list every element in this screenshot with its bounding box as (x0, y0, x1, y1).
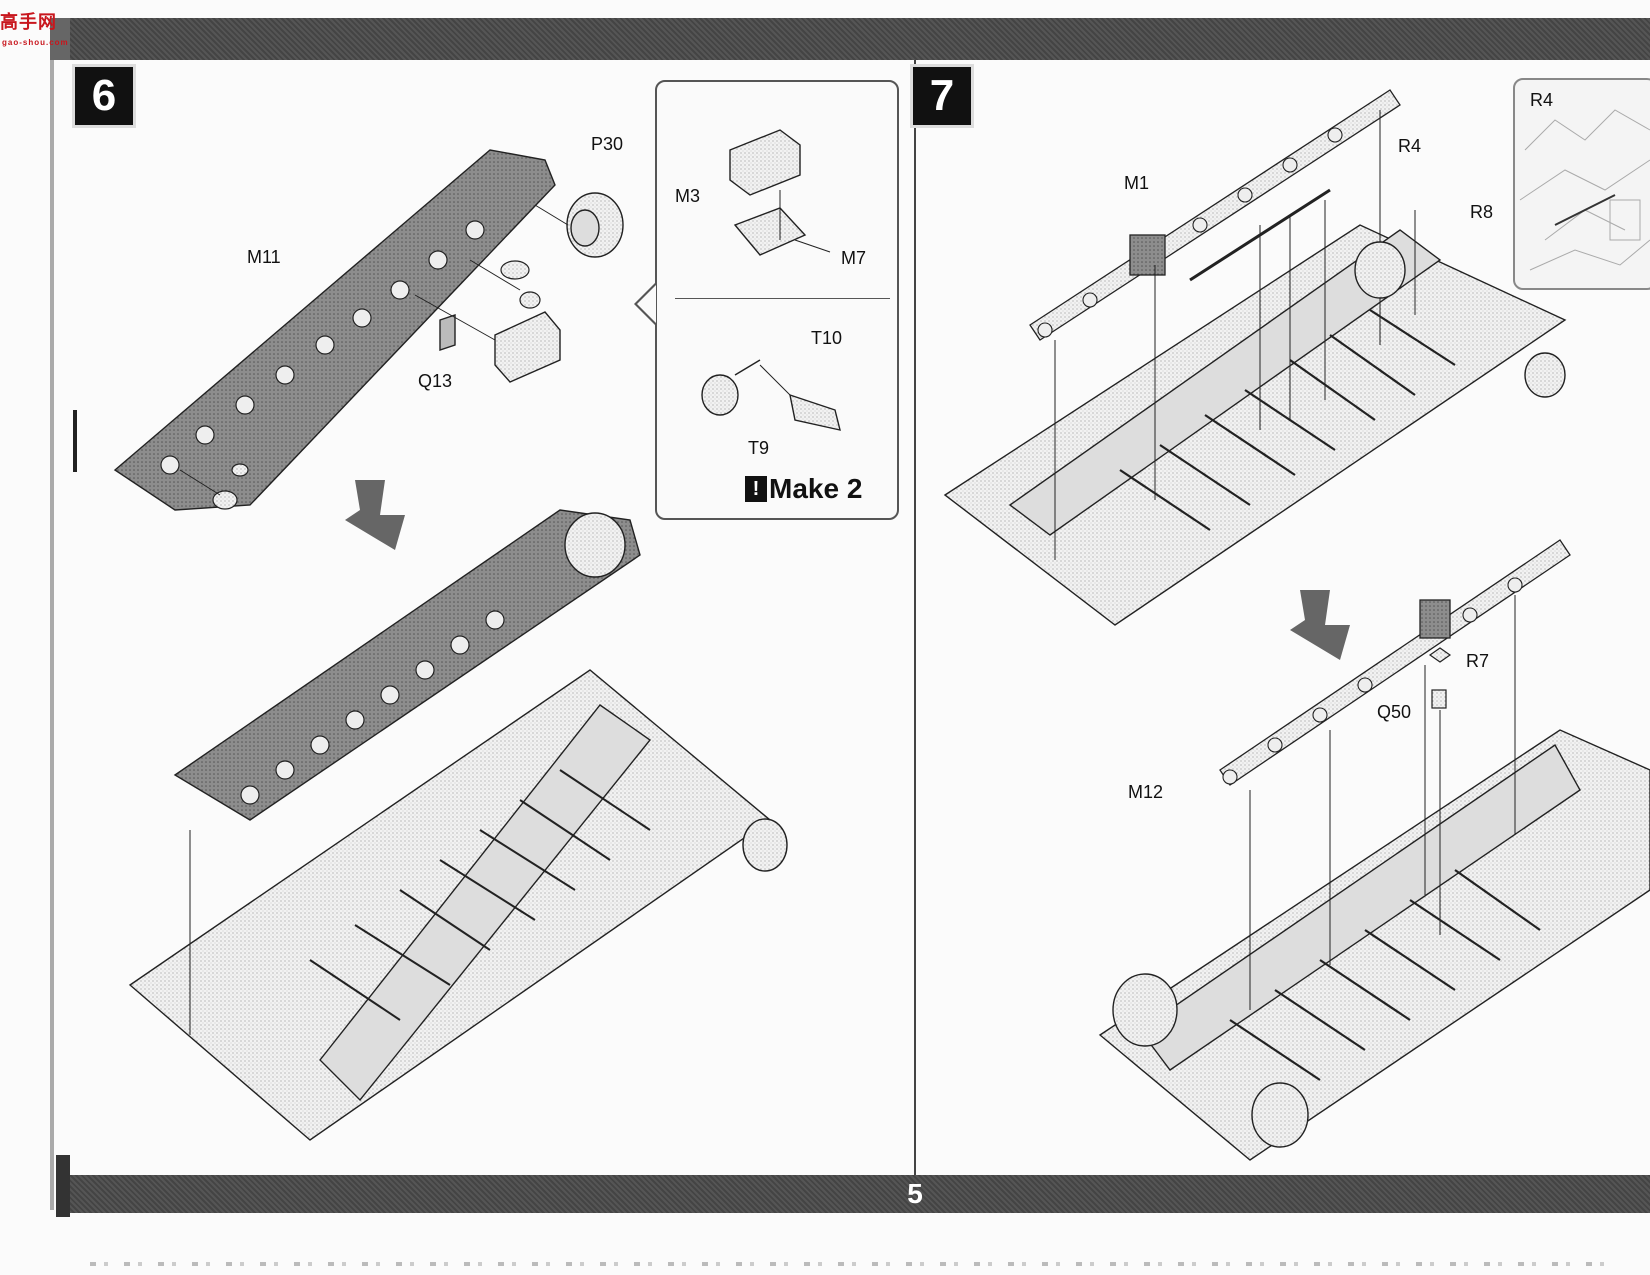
page-number: 5 (907, 1178, 923, 1209)
m1-return-roller-rail (1029, 89, 1401, 341)
label-r4: R4 (1398, 136, 1422, 156)
step-7-badge: 7 (910, 64, 974, 128)
left-margin-rule (50, 30, 54, 1210)
m11-road-wheel-mounts (160, 220, 485, 475)
top-banner-bar (70, 18, 1650, 60)
label-m3: M3 (675, 186, 701, 206)
step7-top-sprocket (1354, 241, 1406, 299)
m11-side-panel (113, 149, 556, 511)
scan-noise (90, 1262, 1610, 1266)
label-r8: R8 (1470, 202, 1494, 222)
step7-hull-bottom (1098, 729, 1650, 1161)
step7-bottom-idler (1251, 1082, 1309, 1148)
label-t10: T10 (811, 328, 843, 348)
step6-hull-crossmembers (309, 769, 651, 1021)
label-m12: M12 (1128, 782, 1164, 802)
step7-bottom-guide-lines (1249, 595, 1516, 1010)
step7-flow-arrow (1290, 590, 1350, 660)
p30-sprocket (566, 192, 624, 258)
m1-rollers (1037, 127, 1343, 338)
label-p30: P30 (591, 134, 624, 154)
binding-mark (73, 410, 77, 472)
top-bar-edge (50, 18, 70, 60)
label-r7: R7 (1466, 651, 1490, 671)
callout-m3-box (729, 129, 801, 196)
make-2-note: ! Make 2 (745, 473, 862, 505)
step6-small-parts (212, 260, 541, 510)
logo-text: 高手网 (0, 12, 57, 32)
site-logo: 高手网 gao-shou.com (0, 8, 70, 47)
step6-sprocket-installed (564, 512, 626, 578)
r4-reference-inset (1513, 78, 1650, 290)
step7-top-idler (1524, 352, 1566, 398)
step6-flow-arrow (345, 480, 405, 550)
logo-subtext: gao-shou.com (2, 38, 69, 47)
step7-top-guide-lines (1054, 110, 1416, 560)
label-q50: Q50 (1377, 702, 1412, 722)
r4-reference-drawing (1519, 109, 1650, 271)
label-m11: M11 (247, 247, 281, 267)
step-6-badge: 6 (72, 64, 136, 128)
step7-bottom-sprocket (1112, 973, 1178, 1047)
m12-rollers (1222, 577, 1523, 785)
step6-hull-assembled (128, 509, 772, 1141)
step6-idler-rear (742, 818, 788, 872)
center-divider (914, 60, 916, 1180)
bottom-bar-edge (56, 1155, 70, 1217)
ref-label-r4: R4 (1530, 90, 1554, 110)
label-t9: T9 (748, 438, 770, 458)
callout-divider (675, 298, 890, 299)
step7-hull-top (943, 224, 1567, 626)
make-2-text: Make 2 (769, 473, 863, 504)
label-m1: M1 (1124, 173, 1150, 193)
callout-pointer-inner (637, 285, 656, 323)
step6-hull-wheel-mounts (240, 610, 505, 805)
label-m7: M7 (841, 248, 867, 268)
r7-q50-parts (1428, 647, 1452, 709)
label-q13: Q13 (418, 371, 453, 391)
callout-t9-t10-shock (701, 359, 841, 431)
step7-bottom-crossmembers (1229, 869, 1541, 1081)
attention-icon: ! (745, 476, 767, 502)
q13-part (439, 311, 561, 383)
bottom-banner-bar (70, 1175, 1650, 1213)
callout-m7-plate (733, 207, 807, 256)
